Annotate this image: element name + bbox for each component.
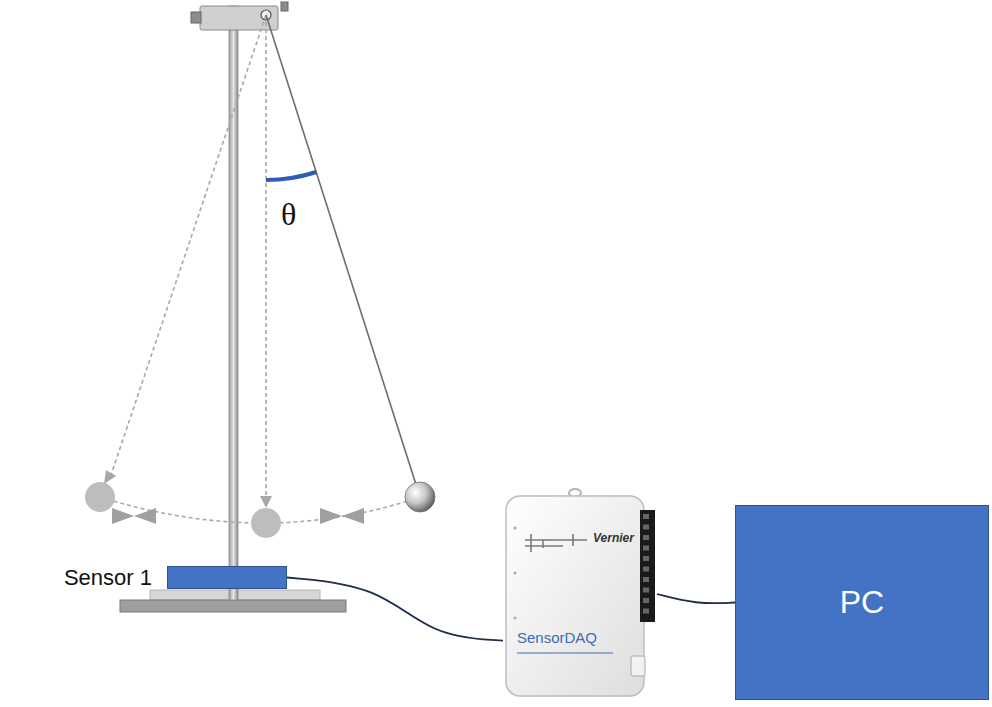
pendulum-bob	[405, 482, 435, 512]
arrow-head	[260, 496, 272, 508]
terminal-screw	[643, 598, 649, 603]
arrow-head	[342, 508, 364, 524]
channel-dot	[514, 527, 517, 530]
usb-port	[631, 656, 645, 676]
channel-dot	[514, 617, 517, 620]
swing-position-line	[265, 15, 267, 500]
arrow-head	[320, 508, 342, 524]
pc-label: PC	[840, 585, 884, 620]
stand-rod	[229, 6, 238, 600]
arrow-head	[112, 508, 134, 524]
pc-box: PC	[735, 505, 989, 700]
terminal-screw	[643, 588, 649, 593]
arrow-head	[134, 508, 156, 524]
terminal-screw	[643, 525, 649, 530]
stand-base	[120, 600, 346, 612]
daq-device: VernierSensorDAQ	[503, 488, 657, 700]
caliper-icon	[525, 534, 587, 552]
terminal-screw	[643, 609, 649, 614]
ghost-bob	[85, 482, 115, 512]
device-body	[506, 496, 644, 696]
angle-label: θ	[281, 196, 296, 233]
sensor-label: Sensor 1	[64, 565, 152, 589]
terminal-screw	[643, 567, 649, 572]
ghost-bob	[251, 508, 281, 538]
terminal-screw	[643, 546, 649, 551]
clamp-screw	[281, 2, 288, 11]
terminal-screw	[643, 514, 649, 519]
terminal-screw	[643, 577, 649, 582]
signal-cable	[657, 594, 735, 603]
sensor-box: Sensor 1	[167, 566, 287, 589]
device-name: SensorDAQ	[517, 630, 597, 647]
device-picture	[503, 488, 657, 700]
swing-position-line	[110, 15, 266, 478]
angle-arc	[266, 172, 316, 180]
terminal-screw	[643, 556, 649, 561]
terminal-screw	[643, 535, 649, 540]
channel-dot	[514, 572, 517, 575]
brand-text: Vernier	[593, 532, 634, 545]
pendulum-string	[266, 15, 420, 497]
arrow-head	[104, 470, 116, 484]
clamp-knob	[191, 12, 201, 23]
signal-cable	[287, 578, 503, 641]
terminal-block	[640, 510, 655, 622]
underline-mark	[517, 653, 613, 654]
